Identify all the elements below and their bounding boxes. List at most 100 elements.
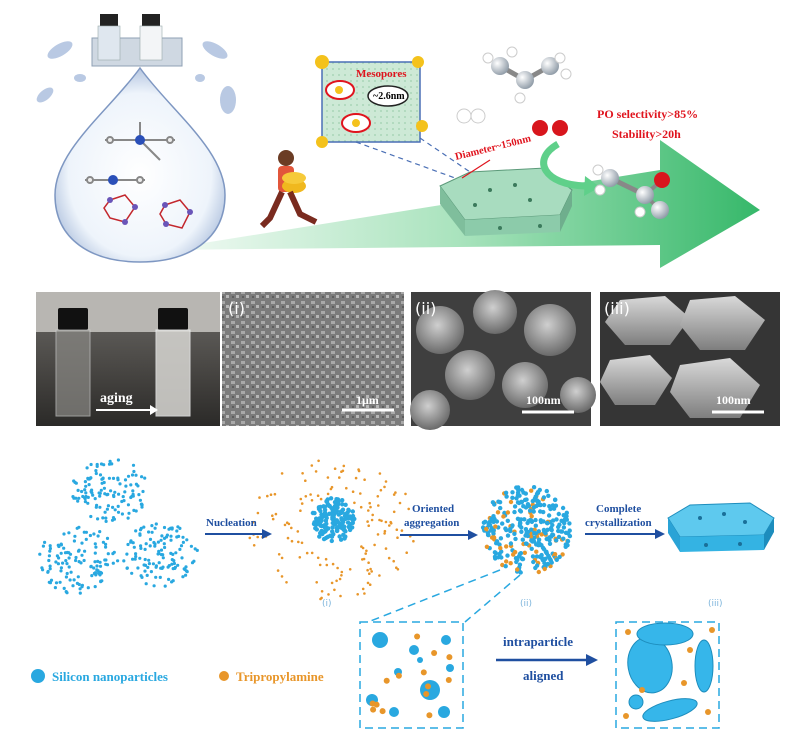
zeolite-crystal (439, 167, 573, 236)
particle-dot (498, 536, 504, 541)
particle-dot (82, 558, 86, 563)
particle-dot (318, 563, 322, 567)
particle-dot (336, 499, 341, 505)
particle-dot (76, 488, 80, 492)
particle-clusters (38, 458, 573, 601)
particle-dot (314, 516, 319, 521)
particle-dot (536, 542, 542, 548)
particle-dot (147, 530, 151, 534)
particle-dot (134, 509, 138, 513)
particle-dot (531, 485, 537, 490)
particle-dot (314, 527, 319, 532)
particle-dot (359, 505, 363, 509)
particle-dot (101, 516, 105, 520)
particle-dot (556, 511, 561, 517)
particle-dot (172, 561, 176, 566)
particle-dot (54, 560, 58, 564)
particle-dot (184, 565, 188, 569)
water-drop (54, 66, 226, 263)
particle-dot (153, 542, 157, 546)
particle-dot (389, 522, 393, 525)
particle-dot (529, 546, 534, 551)
particle-dot (503, 526, 508, 531)
particle-dot (174, 551, 178, 555)
particle-dot (345, 520, 351, 525)
particle-dot (545, 561, 551, 567)
particle-dot (48, 564, 52, 568)
sem-scale-iii: 100nm (716, 393, 751, 407)
particle-dot (417, 657, 423, 663)
particle-dot (77, 548, 81, 552)
particle-dot (192, 559, 196, 563)
particle-dot (338, 537, 344, 542)
particle-dot (567, 521, 572, 526)
particle-dot (300, 541, 304, 545)
particle-dot (383, 677, 390, 684)
particle-dot (319, 528, 324, 534)
particle-dot (161, 553, 165, 557)
particle-dot (120, 499, 124, 504)
particle-dot (65, 571, 69, 576)
particle-dot (98, 564, 103, 568)
particle-dot (71, 584, 75, 588)
particle-dot (116, 458, 120, 462)
particle-dot (546, 513, 552, 518)
particle-dot (48, 567, 52, 571)
particle-dot (138, 528, 143, 532)
particle-dot (363, 478, 366, 482)
particle-dot (111, 505, 115, 509)
particle-dot (514, 559, 519, 565)
particle-dot (364, 552, 368, 555)
particle-dot (340, 574, 343, 577)
particle-dot (346, 507, 351, 512)
particle-dot (525, 529, 531, 535)
particle-dot (68, 578, 72, 582)
particle-dot (103, 558, 107, 562)
particle-dot (273, 492, 277, 496)
particle-dot (280, 556, 284, 560)
particle-dot (373, 543, 376, 547)
particle-dot (340, 570, 344, 574)
intraparticle-label: intraparticle (503, 634, 573, 649)
particle-dot (122, 559, 126, 563)
particle-dot (340, 502, 345, 507)
sem-scale-i: 1μm (356, 393, 379, 407)
particle-dot (318, 504, 323, 510)
particle-dot (327, 593, 330, 596)
particle-dot (104, 542, 108, 546)
sem-image-i (222, 292, 404, 426)
particle-dot (78, 591, 82, 595)
particle-dot (156, 552, 160, 556)
particle-dot (338, 577, 342, 581)
particle-dot (489, 535, 495, 540)
particle-dot (133, 557, 137, 561)
particle-dot (533, 523, 538, 528)
particle-dot (299, 509, 302, 512)
particle-dot (329, 538, 334, 544)
particle-dot (368, 583, 372, 586)
particle-dot (567, 528, 572, 533)
particle-dot (140, 505, 144, 509)
particle-dot (75, 581, 79, 586)
particle-dot (170, 562, 174, 566)
particle-dot (492, 550, 498, 555)
particle-dot (116, 510, 121, 514)
particle-dot (361, 587, 365, 591)
particle-dot (505, 553, 510, 558)
particle-dot (363, 592, 366, 595)
particle-dot (560, 552, 565, 557)
particle-dot (491, 531, 496, 536)
particle-dot (126, 503, 130, 507)
particle-dot (497, 500, 503, 505)
complete-label: Complete (596, 503, 641, 515)
particle-dot (414, 633, 421, 640)
particle-dot (304, 495, 308, 498)
particle-dot (112, 493, 116, 497)
particle-dot (503, 490, 509, 495)
particle-dot (522, 550, 527, 555)
particle-dot (426, 712, 433, 719)
particle-dot (130, 571, 134, 575)
particle-dot (98, 530, 102, 534)
particle-dot (99, 488, 103, 492)
particle-dot (528, 517, 533, 523)
